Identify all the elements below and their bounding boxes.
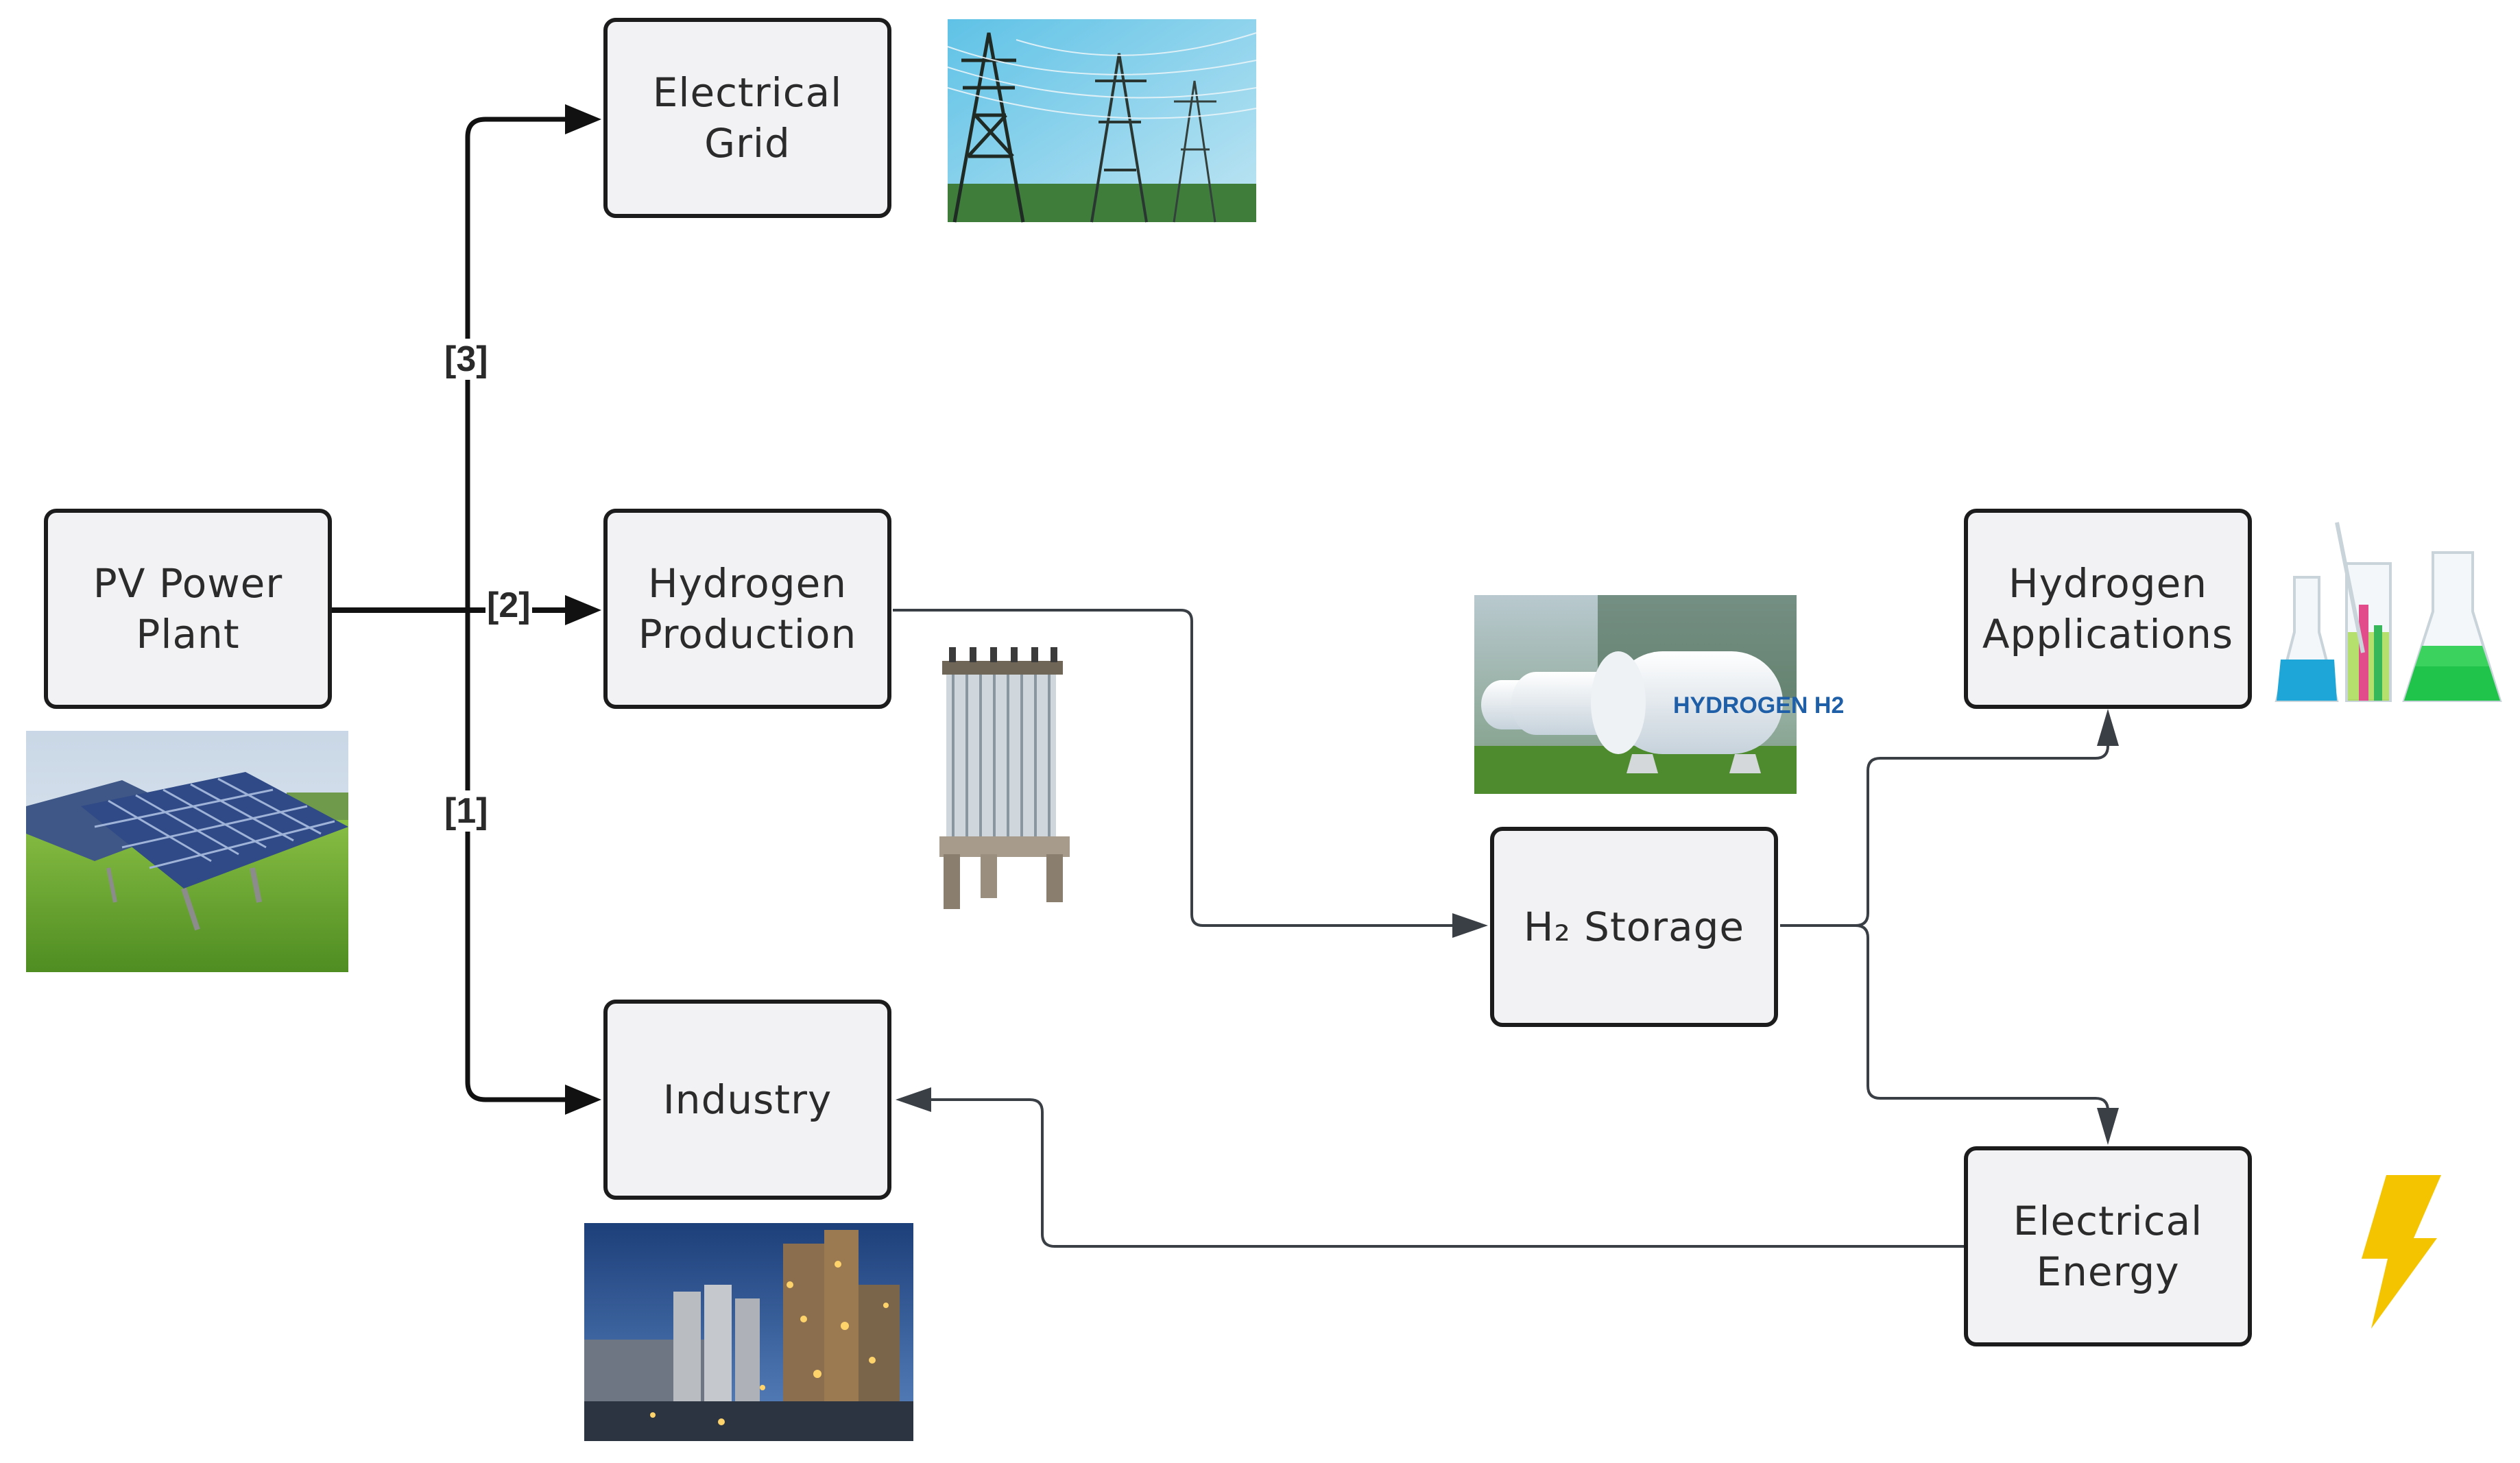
flow-trunk-to-industry: [465, 610, 569, 1102]
flow-storage-to-applications: [1780, 740, 2109, 927]
flow-production-to-storage: [893, 609, 1454, 927]
industrial-plant-photo: [584, 1223, 913, 1441]
industry-label: Industry: [662, 1076, 832, 1123]
hydrogen-production-label: Hydrogen Production: [638, 560, 857, 657]
electrical-energy-label: Electrical Energy: [2013, 1198, 2203, 1295]
flow-electrical-energy-to-industry: [930, 1098, 1964, 1248]
h2-storage-label: H₂ Storage: [1523, 904, 1745, 950]
hydrogen-applications-box: Hydrogen Applications: [1964, 509, 2252, 709]
industry-box: Industry: [603, 1000, 891, 1200]
pv-power-plant-box: PV Power Plant: [44, 509, 332, 709]
electrical-grid-label: Electrical Grid: [652, 69, 843, 167]
arrowhead-industry-return: [896, 1087, 931, 1112]
arrowhead-electrical-energy: [2097, 1108, 2119, 1145]
hydrogen-production-box: Hydrogen Production: [603, 509, 891, 709]
electrolyzer-stack-photo: [939, 647, 1070, 909]
arrowhead-hydrogen-applications: [2097, 709, 2119, 746]
transmission-tower-photo: [947, 19, 1257, 223]
flow-storage-to-electrical-energy: [1855, 924, 2109, 1113]
arrowhead-industry: [565, 1085, 601, 1115]
arrowhead-h2-storage: [1452, 913, 1488, 938]
solar-panel-field-photo: [26, 731, 348, 972]
tank-label: HYDROGEN H2: [1673, 692, 1844, 718]
arrowhead-electrical-grid: [565, 104, 601, 134]
electrical-energy-box: Electrical Energy: [1964, 1146, 2252, 1346]
lightning-bolt-icon: [2362, 1175, 2441, 1329]
h2-storage-box: H₂ Storage: [1490, 827, 1778, 1027]
arrowhead-hydrogen-production: [565, 595, 601, 625]
hydrogen-tank-photo: HYDROGEN H2: [1474, 595, 1844, 794]
laboratory-flask-photo: [2274, 495, 2515, 714]
electrical-grid-box: Electrical Grid: [603, 18, 891, 218]
flow-label-3: [3]: [443, 339, 490, 380]
flow-label-2: [2]: [485, 585, 532, 626]
flow-label-1: [1]: [443, 790, 490, 832]
hydrogen-applications-label: Hydrogen Applications: [1982, 560, 2234, 657]
pv-power-plant-label: PV Power Plant: [93, 560, 283, 657]
flow-trunk-to-grid: [465, 117, 569, 610]
